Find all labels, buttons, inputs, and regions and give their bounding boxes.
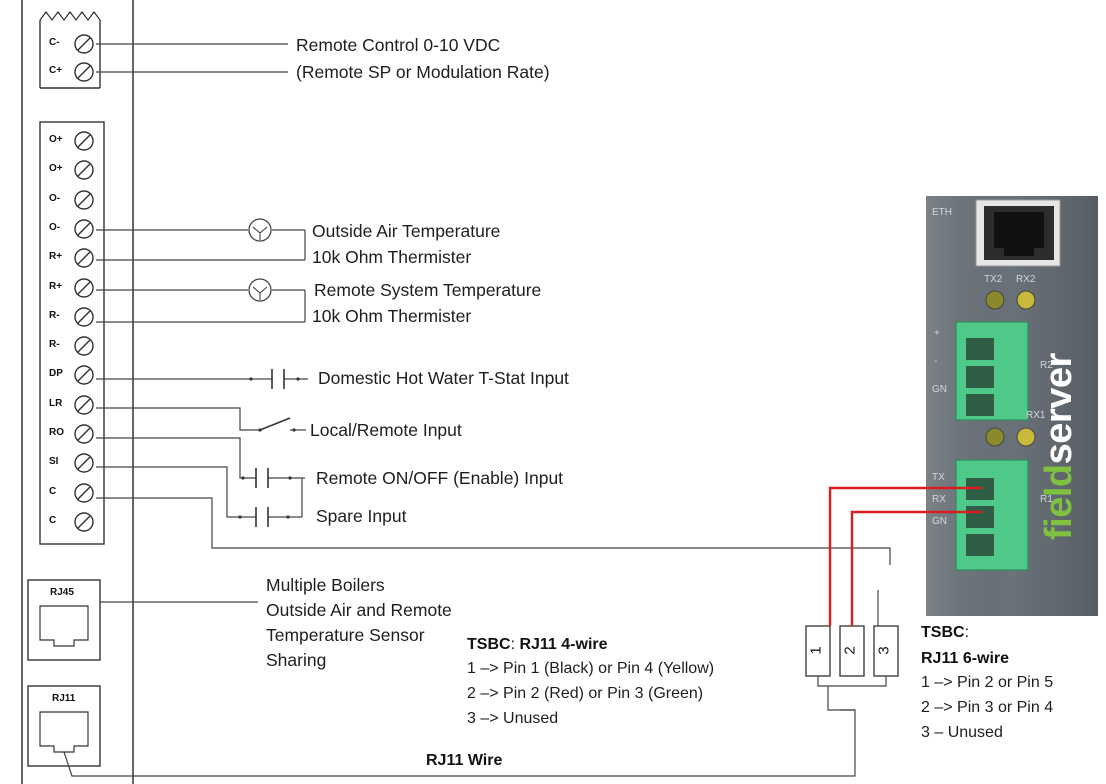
terminal-label: C bbox=[49, 486, 57, 497]
fs-minus-label: - bbox=[934, 356, 938, 367]
terminal-label: O+ bbox=[49, 163, 63, 174]
label-outside-air: Outside Air Temperature bbox=[312, 221, 501, 241]
screw-terminal-icon bbox=[74, 131, 94, 151]
fs-tx-label: TX bbox=[932, 472, 945, 483]
fs-plus-label: + bbox=[934, 328, 940, 339]
contact-icon bbox=[271, 369, 285, 389]
torn-edge bbox=[39, 11, 101, 21]
screw-terminal-icon bbox=[74, 395, 94, 415]
fs-r1-label: R1 bbox=[1040, 494, 1053, 505]
fs-rx-label: RX bbox=[932, 494, 946, 505]
label-remote-sp: (Remote SP or Modulation Rate) bbox=[296, 62, 550, 82]
screw-terminal-icon bbox=[74, 453, 94, 473]
label-multiple-boilers: Multiple Boilers bbox=[266, 575, 385, 595]
label-dhw: Domestic Hot Water T-Stat Input bbox=[318, 368, 569, 388]
label-spare: Spare Input bbox=[316, 506, 407, 526]
fs-r2-label: R2 bbox=[1040, 360, 1053, 371]
red-wire-2 bbox=[850, 510, 982, 626]
switch-icon bbox=[259, 417, 291, 431]
tsbc-4wire-title: TSBC: RJ11 4-wire bbox=[467, 636, 608, 653]
label-remote-system: Remote System Temperature bbox=[314, 280, 542, 300]
pin-3-label: 3 bbox=[875, 646, 893, 655]
tsbc-4wire-line1: 1 –> Pin 1 (Black) or Pin 4 (Yellow) bbox=[467, 660, 715, 677]
pin-1-label: 1 bbox=[807, 646, 825, 655]
screw-terminal-icon bbox=[74, 278, 94, 298]
screw-terminal-icon bbox=[74, 248, 94, 268]
terminal-label: C bbox=[49, 515, 57, 526]
terminal-label: R+ bbox=[49, 281, 63, 292]
label-rj11-wire: RJ11 Wire bbox=[426, 752, 503, 769]
screw-terminal-icon bbox=[74, 62, 94, 82]
screw-terminal-icon bbox=[74, 512, 94, 532]
rj45-label: RJ45 bbox=[50, 587, 74, 598]
screw-terminal-icon bbox=[74, 336, 94, 356]
terminal-label: SI bbox=[49, 456, 59, 467]
terminal-label: O- bbox=[49, 222, 61, 233]
terminal-label: C+ bbox=[49, 65, 63, 76]
terminal-label: O- bbox=[49, 193, 61, 204]
label-remote-control: Remote Control 0-10 VDC bbox=[296, 35, 501, 55]
screw-terminal-icon bbox=[74, 424, 94, 444]
terminal-label: R+ bbox=[49, 251, 63, 262]
screw-terminal-icon bbox=[74, 307, 94, 327]
fieldserver-logo: fieldserver bbox=[1038, 353, 1081, 540]
fs-brand-field: field bbox=[1038, 464, 1080, 540]
terminal-label: DP bbox=[49, 368, 63, 379]
tsbc-4wire-line3: 3 –> Unused bbox=[467, 710, 559, 727]
tsbc-6wire-line3: 3 – Unused bbox=[921, 724, 1003, 741]
thermistor-icon bbox=[248, 218, 272, 242]
terminal-block bbox=[39, 121, 105, 545]
fs-gn-label: GN bbox=[932, 384, 947, 395]
label-remote-onoff: Remote ON/OFF (Enable) Input bbox=[316, 468, 564, 488]
fs-gn2-label: GN bbox=[932, 516, 947, 527]
thermistor-icon bbox=[248, 278, 272, 302]
terminal-label: LR bbox=[49, 398, 63, 409]
tsbc-6wire-line2: 2 –> Pin 3 or Pin 4 bbox=[921, 699, 1054, 716]
fieldserver-device bbox=[926, 196, 1098, 616]
fs-tx2-label: TX2 bbox=[984, 274, 1003, 285]
screw-terminal-icon bbox=[74, 365, 94, 385]
label-temp-sensor: Temperature Sensor bbox=[266, 625, 425, 645]
terminal-label: R- bbox=[49, 339, 60, 350]
terminal-label: C- bbox=[49, 37, 60, 48]
pin-2-label: 2 bbox=[841, 646, 859, 655]
label-remote-system-thermister: 10k Ohm Thermister bbox=[312, 306, 472, 326]
fs-rx1-label: RX1 bbox=[1026, 410, 1046, 421]
screw-terminal-icon bbox=[74, 219, 94, 239]
contact-icon bbox=[255, 468, 269, 488]
screw-terminal-icon bbox=[74, 34, 94, 54]
fs-eth-label: ETH bbox=[932, 207, 952, 218]
pin-3-box bbox=[873, 625, 899, 677]
screw-terminal-icon bbox=[74, 160, 94, 180]
label-outside-air-thermister: 10k Ohm Thermister bbox=[312, 247, 472, 267]
terminal-label: R- bbox=[49, 310, 60, 321]
label-outside-air-remote: Outside Air and Remote bbox=[266, 600, 452, 620]
screw-terminal-icon bbox=[74, 483, 94, 503]
label-sharing: Sharing bbox=[266, 650, 327, 670]
contact-icon bbox=[255, 507, 269, 527]
rj11-label: RJ11 bbox=[52, 693, 76, 704]
tsbc-6wire-line1: 1 –> Pin 2 or Pin 5 bbox=[921, 674, 1054, 691]
tsbc-4wire-line2: 2 –> Pin 2 (Red) or Pin 3 (Green) bbox=[467, 685, 704, 702]
label-local-remote: Local/Remote Input bbox=[310, 420, 462, 440]
terminal-label: RO bbox=[49, 427, 64, 438]
tsbc-6wire-title-b: RJ11 6-wire bbox=[921, 650, 1010, 667]
fs-brand-server: server bbox=[1038, 353, 1080, 465]
terminal-label: O+ bbox=[49, 134, 63, 145]
fs-rx2-label: RX2 bbox=[1016, 274, 1036, 285]
tsbc-6wire-title-a: TSBC: bbox=[921, 624, 970, 641]
screw-terminal-icon bbox=[74, 190, 94, 210]
red-wire-1 bbox=[828, 486, 982, 626]
